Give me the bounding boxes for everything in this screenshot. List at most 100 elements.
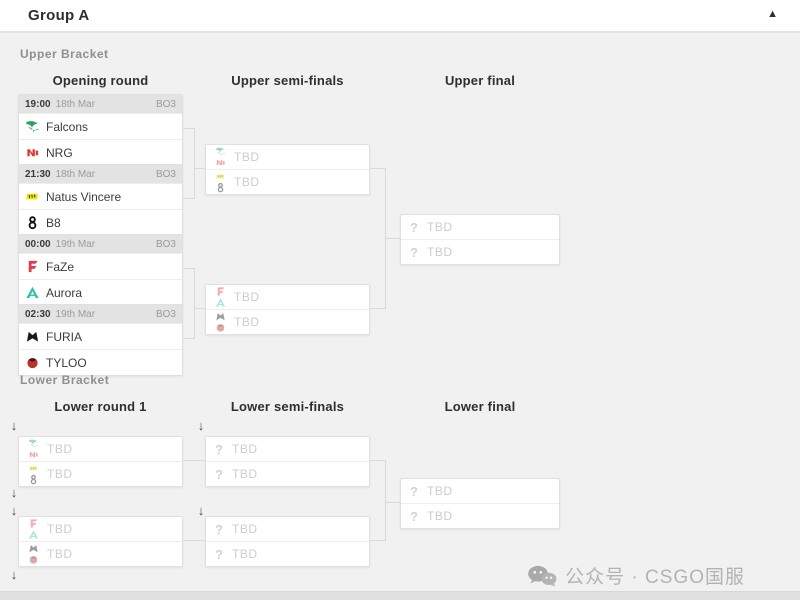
collapse-arrow-icon[interactable]: ▲ [767,8,778,20]
tbd-slot[interactable]: TBD [206,145,369,169]
group-title: Group A [28,7,90,24]
connector-line [370,540,386,541]
match-info: 21:30 18th Mar BO3 [19,165,182,183]
unknown-team-icon: ? [215,441,223,457]
team-name: NRG [46,145,73,160]
tbd-slot[interactable]: ?TBD [206,461,369,486]
tbd-slot[interactable]: TBD [19,541,182,566]
match-opening-3[interactable]: 00:00 19th Mar BO3 FaZe Aurora [18,234,183,306]
match-info: 00:00 19th Mar BO3 [19,235,182,253]
connector-line [370,308,386,309]
column-header-lower-round-1: Lower round 1 [54,399,147,414]
team-name: FURIA [46,329,82,344]
team-row[interactable]: TYLOO [19,349,182,375]
tbd-slot[interactable]: ?TBD [401,215,559,239]
unknown-team-icon: ? [215,546,223,562]
connector-line [194,308,205,309]
match-lower-round1-2[interactable]: TBD TBD [18,516,183,567]
tbd-slot[interactable]: TBD [206,285,369,309]
tbd-slot[interactable]: TBD [206,169,369,194]
tbd-slot[interactable]: TBD [19,517,182,541]
team-row[interactable]: Aurora [19,279,182,305]
team-row[interactable]: Falcons [19,113,182,139]
match-date: 19th Mar [55,308,96,320]
tbd-label: TBD [47,522,73,536]
match-format: BO3 [155,168,176,180]
team-name: B8 [46,215,61,230]
tbd-slot[interactable]: ?TBD [401,239,559,264]
match-format: BO3 [155,98,176,110]
drop-arrow-icon: ↓ [197,503,205,518]
tbd-label: TBD [232,442,258,456]
connector-line [183,128,194,129]
team-row[interactable]: B8 [19,209,182,235]
tbd-slot[interactable]: ? TBD [206,437,369,461]
connector-line [194,128,195,199]
connector-line [183,540,205,541]
connector-line [183,338,194,339]
tbd-label: TBD [234,175,260,189]
column-header-upper-final: Upper final [444,73,516,88]
team-row[interactable]: FURIA [19,323,182,349]
match-format: BO3 [155,308,176,320]
match-lower-semi-2[interactable]: ?TBD ?TBD [205,516,370,567]
drop-arrow-icon: ↓ [197,418,205,433]
match-time: 02:30 [25,308,51,320]
tbd-slot[interactable]: TBD [19,461,182,486]
match-time: 19:00 [25,98,51,110]
match-info: 19:00 18th Mar BO3 [19,95,182,113]
tbd-slot[interactable]: ?TBD [206,517,369,541]
tbd-label: TBD [427,509,453,523]
drop-arrow-icon: ↓ [10,503,18,518]
match-opening-1[interactable]: 19:00 18th Mar BO3 Falcons NRG [18,94,183,166]
possible-teams-falcons-nrg-icons [212,146,228,168]
match-info: 02:30 19th Mar BO3 [19,305,182,323]
match-format: BO3 [155,238,176,250]
tbd-slot[interactable]: ?TBD [401,479,559,503]
column-header-opening-round: Opening round [52,73,149,88]
match-upper-semi-1[interactable]: TBD TBD [205,144,370,195]
match-time: 21:30 [25,168,51,180]
possible-teams-faze-aurora-icons [25,518,41,540]
team-row[interactable]: Natus Vincere [19,183,182,209]
tbd-slot[interactable]: TBD [206,309,369,334]
group-header[interactable]: Group A ▲ [0,0,800,33]
tbd-label: TBD [47,467,73,481]
lower-bracket-label: Lower Bracket [20,373,110,387]
match-date: 18th Mar [55,168,96,180]
tbd-label: TBD [427,220,453,234]
possible-teams-navi-b8-icons [212,171,228,193]
tbd-label: TBD [232,522,258,536]
unknown-team-icon: ? [410,244,418,260]
match-opening-2[interactable]: 21:30 18th Mar BO3 Natus Vincere B8 [18,164,183,236]
match-lower-final[interactable]: ?TBD ?TBD [400,478,560,529]
drop-arrow-icon: ↓ [10,567,18,582]
match-date: 18th Mar [55,98,96,110]
possible-teams-furia-tyloo-icons [212,311,228,333]
connector-line [370,168,386,169]
bottom-edge [0,591,800,600]
tbd-label: TBD [234,315,260,329]
column-header-lower-semi-finals: Lower semi-finals [230,399,345,414]
match-lower-semi-1[interactable]: ?TBD ?TBD [205,436,370,487]
upper-bracket-label: Upper Bracket [20,47,109,61]
team-name: Aurora [46,285,83,300]
team-name: Falcons [46,119,89,134]
team-row[interactable]: FaZe [19,253,182,279]
tbd-slot[interactable]: ? TBD [401,503,559,528]
match-upper-semi-2[interactable]: TBD TBD [205,284,370,335]
match-lower-round1-1[interactable]: TBD TBD [18,436,183,487]
unknown-team-icon: ? [410,508,418,524]
possible-teams-falcons-nrg-icons [25,438,41,460]
tbd-label: TBD [427,484,453,498]
match-upper-final[interactable]: ?TBD ?TBD [400,214,560,265]
match-opening-4[interactable]: 02:30 19th Mar BO3 FURIA TYLOO [18,304,183,376]
tbd-label: TBD [47,547,73,561]
team-row[interactable]: NRG [19,139,182,165]
tbd-slot[interactable]: ?TBD [206,541,369,566]
column-header-lower-final: Lower final [444,399,516,414]
possible-teams-faze-aurora-icons [212,286,228,308]
tbd-label: TBD [47,442,73,456]
tbd-slot[interactable]: TBD [19,437,182,461]
